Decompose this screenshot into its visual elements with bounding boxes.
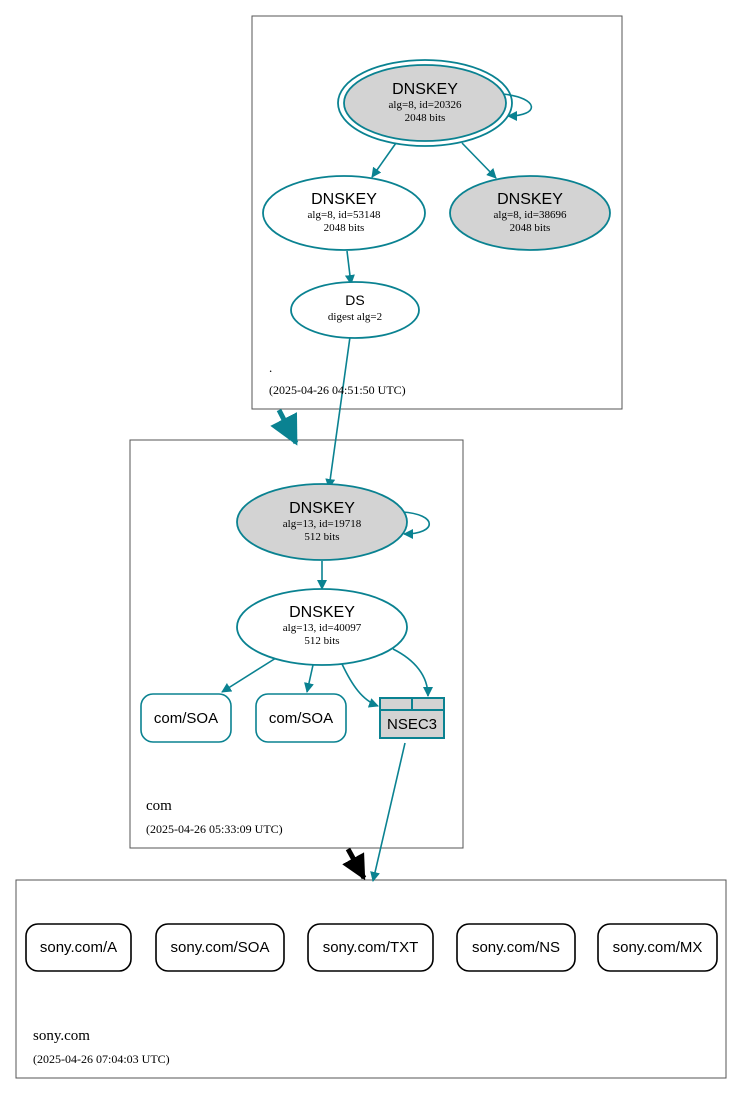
record-label: sony.com/TXT [323,939,419,956]
node-com-ksk: DNSKEY alg=13, id=19718 512 bits [236,483,408,561]
edge-root-zsk-to-ds [344,250,355,285]
zone-timestamp-sony: (2025-04-26 07:04:03 UTC) [33,1052,170,1066]
node-title: DNSKEY [497,191,563,208]
node-ds: DS digest alg=2 [290,281,420,339]
edge-com-zsk-to-soa1 [221,657,277,693]
node-root-ksk: DNSKEY alg=8, id=20326 2048 bits [337,59,513,147]
edge-com-zsk-to-nsec3-b [392,648,433,697]
node-detail: 2048 bits [324,222,365,234]
node-detail: alg=8, id=53148 [308,209,381,221]
node-com-soa-2: com/SOA [255,693,347,743]
com-ksk-self-loop [401,511,431,539]
record-label: sony.com/A [40,939,117,956]
node-title: DNSKEY [311,191,377,208]
root-ksk-self-loop [502,93,533,121]
record-sony-txt: sony.com/TXT [307,923,434,972]
edge-root-ksk-to-key3 [461,142,497,179]
node-detail: digest alg=2 [328,311,382,323]
edge-root-ksk-to-zsk [371,142,397,178]
record-sony-ns: sony.com/NS [456,923,576,972]
node-detail: 512 bits [304,635,339,647]
node-title: DNSKEY [289,500,355,517]
record-sony-a: sony.com/A [25,923,132,972]
node-root-zsk: DNSKEY alg=8, id=53148 2048 bits [262,175,426,251]
record-label: sony.com/MX [613,939,703,956]
node-root-key3: DNSKEY alg=8, id=38696 2048 bits [449,175,611,251]
node-detail: alg=8, id=38696 [494,209,567,221]
edge-nsec3-to-sony [370,742,406,882]
record-label: com/SOA [154,710,218,727]
record-label: sony.com/NS [472,939,560,956]
node-detail: alg=13, id=40097 [283,622,362,634]
node-title: DNSKEY [392,81,458,98]
record-sony-soa: sony.com/SOA [155,923,285,972]
node-com-zsk: DNSKEY alg=13, id=40097 512 bits [236,588,408,666]
node-detail: 2048 bits [510,222,551,234]
node-nsec3: NSEC3 [379,697,445,739]
zone-label-root: . [269,360,272,375]
record-sony-mx: sony.com/MX [597,923,718,972]
record-label: com/SOA [269,710,333,727]
node-title: DNSKEY [289,604,355,621]
zone-label-com: com [146,798,172,814]
edge-com-zsk-to-nsec3-a [341,663,379,708]
zone-timestamp-com: (2025-04-26 05:33:09 UTC) [146,822,283,836]
node-com-soa-1: com/SOA [140,693,232,743]
zone-sony [15,879,727,1079]
record-label: NSEC3 [387,716,437,733]
node-detail: alg=13, id=19718 [283,518,362,530]
zone-label-sony: sony.com [33,1028,90,1044]
node-detail: 512 bits [304,531,339,543]
node-detail: 2048 bits [405,112,446,124]
record-label: sony.com/SOA [171,939,270,956]
node-detail: alg=8, id=20326 [389,99,462,111]
edge-ds-to-com-ksk [325,336,351,489]
node-title: DS [345,292,364,308]
delegation-arrow-root-com [270,408,299,446]
zone-timestamp-root: (2025-04-26 04:51:50 UTC) [269,383,406,397]
edge-com-zsk-to-soa2 [304,664,314,693]
delegation-arrow-com-sony [342,847,367,881]
